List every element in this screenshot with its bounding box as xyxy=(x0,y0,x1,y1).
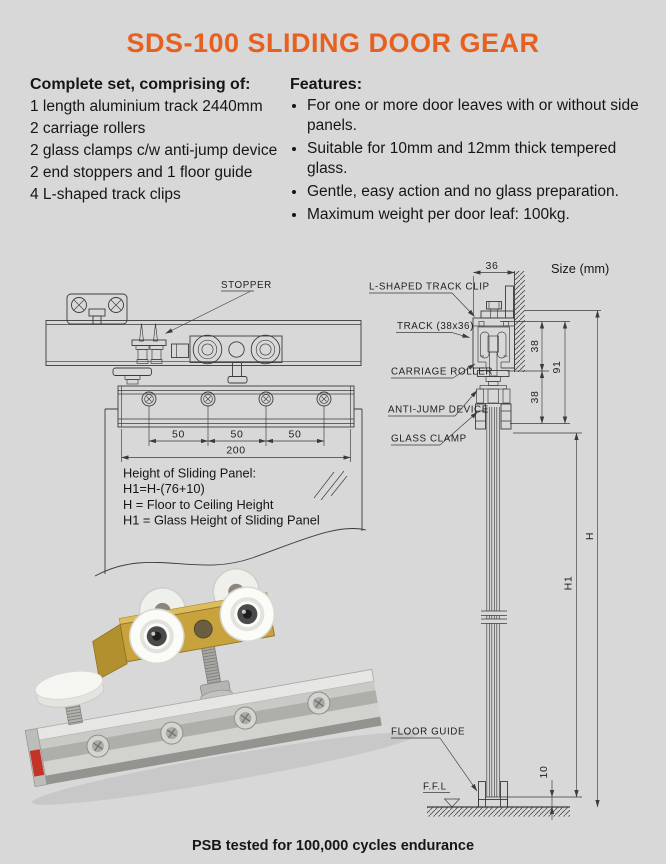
page-title: SDS-100 SLIDING DOOR GEAR xyxy=(126,28,540,58)
dim-assembly-height: 91 xyxy=(551,361,563,374)
height-note: Height of Sliding Panel: H1=H-(76+10) H … xyxy=(123,466,320,528)
rail-screw xyxy=(307,691,331,715)
complete-set-item: 2 glass clamps c/w anti-jump device xyxy=(30,142,278,159)
floor-guide-section xyxy=(478,781,508,808)
rail-screw xyxy=(160,721,184,745)
glass-panel-section xyxy=(481,407,507,797)
floor-line xyxy=(427,806,570,817)
feature-item: Maximum weight per door leaf: 100kg. xyxy=(307,205,660,225)
dim-screw-spacing: 50 xyxy=(289,429,302,441)
carriage-side-view xyxy=(189,334,283,384)
footer-text: PSB tested for 100,000 cycles endurance xyxy=(191,838,475,854)
clamp-dimensions: 50 50 50 200 xyxy=(121,406,351,462)
stopper-side-view xyxy=(131,323,167,364)
dim-clamp-length: 200 xyxy=(226,445,245,457)
features-section: Features: For one or more door leaves wi… xyxy=(290,76,660,228)
glass-clamp-label: GLASS CLAMP xyxy=(391,434,467,445)
complete-set-item: 1 length aluminium track 2440mm xyxy=(30,98,263,115)
dim-clamp-height: 38 xyxy=(529,391,541,404)
anti-jump-label: ANTI-JUMP DEVICE xyxy=(388,405,489,416)
level-symbol xyxy=(443,798,461,808)
end-stopper-side-view xyxy=(112,367,152,385)
track-clip-label: L-SHAPED TRACK CLIP xyxy=(369,282,490,293)
stopper-label: STOPPER xyxy=(221,280,272,291)
rail-screw xyxy=(233,706,257,730)
cross-section-diagram: 36 Size (mm) xyxy=(369,260,609,820)
height-note-line: H = Floor to Ceiling Height xyxy=(123,497,274,512)
front-roller-wheel xyxy=(219,586,276,642)
complete-set-heading: Complete set, comprising of: xyxy=(30,76,251,93)
photo-shadow xyxy=(31,732,416,805)
dim-glass-height: H1 xyxy=(563,576,575,591)
height-note-line: H1 = Glass Height of Sliding Panel xyxy=(123,513,320,528)
product-photo xyxy=(24,568,416,805)
clamp-screw xyxy=(200,391,216,407)
photo-carriage-roller xyxy=(92,568,276,702)
dim-track-width: 36 xyxy=(486,260,499,272)
glass-clamp-bottom-view xyxy=(117,385,355,428)
front-roller-wheel xyxy=(129,608,185,664)
dim-track-height: 38 xyxy=(529,340,541,353)
complete-set-item: 2 end stoppers and 1 floor guide xyxy=(30,164,253,181)
track-insert-block xyxy=(171,343,189,358)
carriage-roller-label: CARRIAGE ROLLER xyxy=(391,367,493,378)
anti-jump-section xyxy=(476,385,511,404)
height-note-line: Height of Sliding Panel: xyxy=(123,466,256,481)
section-labels: L-SHAPED TRACK CLIP TRACK (38x36) CARRIA… xyxy=(369,282,493,808)
clamp-screw xyxy=(258,391,274,407)
glass-clamp-section xyxy=(475,403,512,430)
track-clip-side-view xyxy=(66,293,128,325)
height-note-line: H1=H-(76+10) xyxy=(123,481,205,496)
features-heading: Features: xyxy=(290,76,363,93)
dim-floor-clearance: 10 xyxy=(538,766,550,779)
feature-item: Gentle, easy action and no glass prepara… xyxy=(307,182,660,202)
glass-panel-side-view xyxy=(94,408,367,577)
features-list: For one or more door leaves with or with… xyxy=(290,96,660,225)
track-side-view xyxy=(45,320,362,366)
complete-set-section: Complete set, comprising of: 1 length al… xyxy=(30,76,280,206)
clamp-screw xyxy=(141,391,157,407)
track-label: TRACK (38x36) xyxy=(397,321,474,332)
carriage-roller-section xyxy=(477,331,510,386)
complete-set-item: 2 carriage rollers xyxy=(30,120,146,137)
section-dimensions: H 38 38 91 H1 10 xyxy=(485,310,601,820)
dim-ceiling-height: H xyxy=(584,532,596,540)
feature-item: For one or more door leaves with or with… xyxy=(307,96,660,136)
feature-item: Suitable for 10mm and 12mm thick tempere… xyxy=(307,139,660,179)
ffl-label: F.F.L xyxy=(423,782,447,793)
photo-end-stopper-knob xyxy=(35,670,105,726)
floor-guide-label: FLOOR GUIDE xyxy=(391,727,465,738)
size-note: Size (mm) xyxy=(551,261,609,276)
rail-red-insert xyxy=(29,749,45,777)
track-side-view-diagram: STOPPER xyxy=(45,280,367,577)
dim-screw-spacing: 50 xyxy=(172,429,185,441)
clamp-screw xyxy=(316,391,332,407)
rail-screw xyxy=(86,734,110,758)
dim-screw-spacing: 50 xyxy=(231,429,244,441)
track-section xyxy=(472,317,515,369)
photo-clamp-rail xyxy=(24,668,382,788)
complete-set-item: 4 L-shaped track clips xyxy=(30,186,181,203)
